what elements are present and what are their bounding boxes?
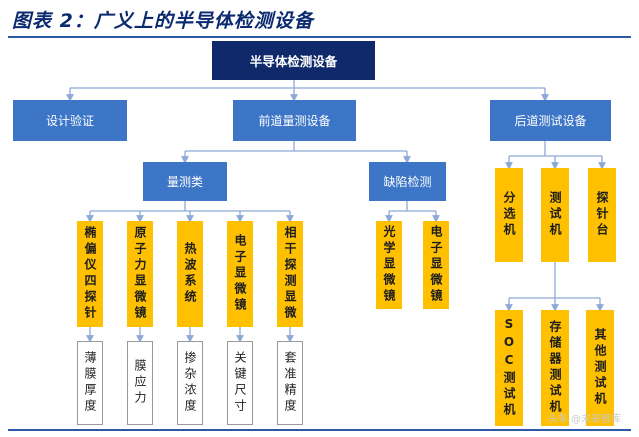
node-front-end-metrology: 前道量测设备 — [233, 100, 356, 141]
item-thermal-wave: 热波系统 — [177, 221, 203, 327]
item-label: 电子显微镜 — [233, 234, 247, 314]
item-ellipsometer: 椭偏仪四探针 — [77, 221, 103, 327]
figure-title: 图表 2：广义上的半导体检测设备 — [12, 10, 314, 32]
use-overlay-accuracy: 套准精度 — [277, 341, 303, 425]
item-prober: 探针台 — [588, 168, 616, 262]
use-film-stress: 膜应力 — [127, 341, 153, 425]
use-film-thickness: 薄膜厚度 — [77, 341, 103, 425]
item-label: 测试机 — [548, 191, 562, 239]
node-design-verification: 设计验证 — [13, 100, 127, 141]
item-label: 存储器测试机 — [548, 320, 562, 416]
root-node: 半导体检测设备 — [212, 41, 375, 80]
item-label: 相干探测显微 — [283, 226, 297, 322]
use-label: 套准精度 — [283, 351, 297, 415]
use-label: 掺杂浓度 — [183, 351, 197, 415]
item-electron-microscope: 电子显微镜 — [227, 221, 253, 327]
item-label: 其他测试机 — [593, 328, 607, 408]
item-label: 分选机 — [502, 191, 516, 239]
item-label: 光学显微镜 — [382, 225, 396, 305]
item-memory-tester: 存储器测试机 — [541, 310, 569, 426]
item-other-tester: 其他测试机 — [586, 310, 614, 426]
node-back-end-test: 后道测试设备 — [490, 100, 611, 141]
top-rule — [8, 36, 631, 38]
item-label: 原子力显微镜 — [133, 226, 147, 322]
use-label: 膜应力 — [133, 359, 147, 407]
node-defect-inspection-group: 缺陷检测 — [369, 162, 446, 201]
use-critical-dimension: 关键尺寸 — [227, 341, 253, 425]
use-label: 关键尺寸 — [233, 351, 247, 415]
item-tester: 测试机 — [541, 168, 569, 262]
watermark: 头条 @未来智库 — [547, 414, 621, 425]
item-defect-electron-microscope: 电子显微镜 — [423, 221, 449, 309]
use-dopant-concentration: 掺杂浓度 — [177, 341, 203, 425]
item-handler: 分选机 — [495, 168, 523, 262]
item-afm: 原子力显微镜 — [127, 221, 153, 327]
item-coherence-probe: 相干探测显微 — [277, 221, 303, 327]
item-label: SOC测试机 — [502, 317, 516, 419]
bottom-rule — [8, 429, 631, 431]
item-label: 热波系统 — [183, 242, 197, 306]
item-optical-microscope: 光学显微镜 — [376, 221, 402, 309]
use-label: 薄膜厚度 — [83, 351, 97, 415]
item-label: 探针台 — [595, 191, 609, 239]
node-measurement-group: 量测类 — [143, 162, 227, 201]
item-soc-tester: SOC测试机 — [495, 310, 523, 426]
item-label: 电子显微镜 — [429, 225, 443, 305]
item-label: 椭偏仪四探针 — [83, 226, 97, 322]
